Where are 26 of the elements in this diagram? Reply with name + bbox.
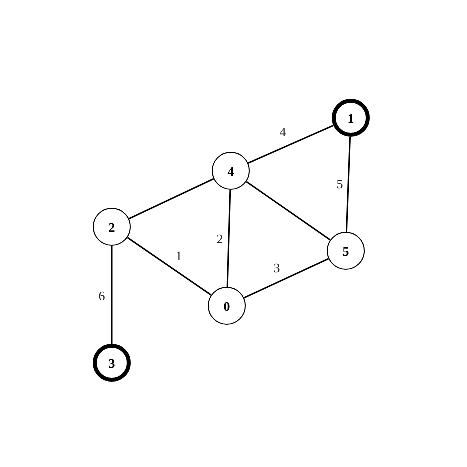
node-label: 3 bbox=[108, 356, 116, 370]
node-label: 4 bbox=[228, 164, 234, 178]
edge-line bbox=[128, 178, 214, 220]
edge-line bbox=[127, 237, 212, 296]
edge-label: 6 bbox=[98, 290, 106, 302]
edge-line bbox=[346, 136, 352, 232]
graph-node bbox=[93, 208, 131, 246]
edge-label: 5 bbox=[336, 178, 344, 190]
graph-node bbox=[327, 232, 365, 270]
node-label: 0 bbox=[224, 300, 230, 312]
edge-label: 1 bbox=[176, 250, 182, 262]
edge-label: 3 bbox=[274, 262, 280, 274]
edge-line bbox=[248, 124, 334, 164]
edge-line bbox=[111, 246, 113, 344]
node-label: 2 bbox=[108, 220, 116, 234]
edge-line bbox=[246, 181, 331, 241]
node-label: 1 bbox=[348, 112, 354, 124]
node-label: 5 bbox=[342, 244, 350, 258]
graph-node bbox=[212, 152, 250, 190]
edge-label: 2 bbox=[216, 232, 224, 246]
graph-node bbox=[332, 99, 370, 137]
graph-node bbox=[208, 287, 246, 325]
graph-node bbox=[93, 344, 131, 382]
edge-label: 4 bbox=[280, 126, 286, 138]
edge-line bbox=[244, 258, 330, 299]
edge-line bbox=[226, 190, 232, 288]
